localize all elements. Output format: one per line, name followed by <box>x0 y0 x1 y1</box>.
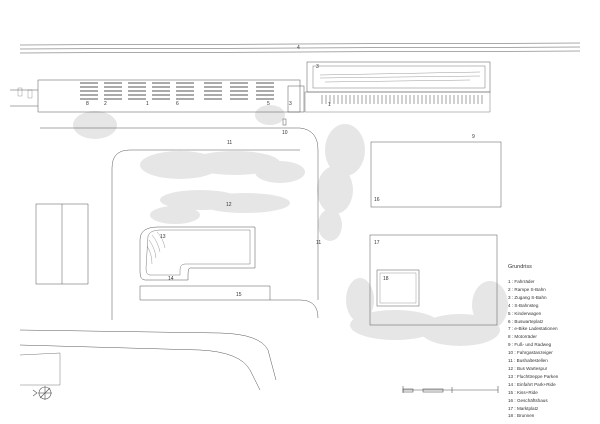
label-14: 14 <box>168 276 174 282</box>
label-1: 1 <box>328 102 331 108</box>
legend-item-text: Rampe S-Bahn <box>514 286 546 292</box>
legend-item: 13 : Fluchttreppe Parken <box>508 373 559 379</box>
legend-item-text: Bushaltestellen <box>516 358 548 364</box>
legend-item: 15 : Kiss+Ride <box>508 389 538 395</box>
label-2: 2 <box>104 101 107 107</box>
stairs-access <box>287 85 305 113</box>
legend-item: 8 : Motorräder <box>508 334 537 340</box>
legend-item-text: Motorräder <box>514 334 537 340</box>
label-1b: 1 <box>146 101 149 107</box>
legend-item-text: Geschäftshaus <box>516 397 548 403</box>
legend-item-number: 12 <box>508 365 514 371</box>
legend-item-text: Fahrgastanzeiger <box>516 350 553 356</box>
legend-item-number: 15 <box>508 389 514 395</box>
legend-item-number: 8 <box>508 334 511 340</box>
commercial-building <box>370 141 502 208</box>
legend-item-number: 3 <box>508 294 511 300</box>
legend: Grundriss 1 : Fahrräder 2 : Rampe S-Bahn 3… <box>508 264 598 420</box>
label-4: 4 <box>297 45 300 51</box>
label-6: 6 <box>176 101 179 107</box>
legend-item-number: 4 <box>508 302 511 308</box>
legend-item-text: Fluchttreppe Parken <box>516 373 559 379</box>
legend-item-text: Buswarteplatz <box>514 318 544 324</box>
legend-title: Grundriss <box>508 264 532 270</box>
label-18: 18 <box>383 276 389 282</box>
legend-item: 6 : Buswarteplatz <box>508 318 544 324</box>
legend-item: 12 : Bus Wartespur <box>508 365 548 371</box>
legend-item-text: Einfahrt Park+Ride <box>516 381 556 387</box>
legend-item-text: S-Bahnsteg <box>514 302 539 308</box>
legend-item: 14 : Einfahrt Park+Ride <box>508 381 556 387</box>
railway-line <box>19 46 581 50</box>
legend-items: 1 : Fahrräder 2 : Rampe S-Bahn 3 : Zugang … <box>508 278 598 420</box>
legend-item-text: Zugang S-Bahn <box>514 294 547 300</box>
legend-item: 2 : Rampe S-Bahn <box>508 286 546 292</box>
legend-item-text: Brunnen <box>516 413 535 419</box>
label-15: 15 <box>236 292 242 298</box>
legend-item: 9 : Fuß- und Radweg <box>508 342 552 348</box>
legend-item: 10 : Fahrgastanzeiger <box>508 350 553 356</box>
legend-item: 4 : S-Bahnsteg <box>508 302 539 308</box>
legend-item-number: 14 <box>508 381 514 387</box>
label-3: 3 <box>316 64 319 70</box>
legend-item: 18 : Brunnen <box>508 413 535 419</box>
legend-item-number: 9 <box>508 342 511 348</box>
legend-item-text: Marktplatz <box>516 405 539 411</box>
legend-item-number: 16 <box>508 397 514 403</box>
legend-item-number: 17 <box>508 405 514 411</box>
legend-item: 1 : Fahrräder <box>508 279 535 284</box>
label-11a: 11 <box>227 140 232 146</box>
label-16: 16 <box>374 197 380 203</box>
label-11b: 11 <box>316 240 321 246</box>
legend-item: 16 : Geschäftshaus <box>508 397 548 403</box>
legend-item-text: Fahrräder <box>514 279 535 284</box>
legend-item-number: 5 <box>508 310 511 316</box>
legend-item: 5 : Kinderwagen <box>508 310 542 316</box>
legend-item-number: 10 <box>508 350 514 356</box>
bike-racks <box>80 82 274 100</box>
legend-item: 17 : Marktplatz <box>508 405 539 411</box>
legend-item-text: Fuß- und Radweg <box>514 342 552 348</box>
park-ride-ramp <box>139 226 256 281</box>
bus-loop-road <box>40 127 319 300</box>
label-17: 17 <box>374 240 380 246</box>
fountain <box>376 269 420 307</box>
legend-item-number: 13 <box>508 373 514 379</box>
label-8: 8 <box>86 101 89 107</box>
legend-item-text: Bus Wartespur <box>516 365 548 371</box>
label-10: 10 <box>282 130 288 136</box>
legend-item-number: 6 <box>508 318 511 324</box>
north-arrow-icon <box>32 386 52 400</box>
label-3b: 3 <box>289 101 292 107</box>
legend-item-text: Kinderwagen <box>514 310 542 316</box>
scale-bar <box>402 386 499 393</box>
label-9: 9 <box>472 134 475 140</box>
lower-road <box>19 329 277 381</box>
label-12: 12 <box>226 202 232 208</box>
legend-item: 7 : e-Bike Ladestationen <box>508 326 558 332</box>
legend-item-text: Kiss+Ride <box>516 389 538 395</box>
kiss-ride-area <box>139 285 271 300</box>
railway-line <box>19 42 581 46</box>
legend-item-number: 1 <box>508 279 511 284</box>
passenger-info-display <box>282 118 287 126</box>
legend-item: 11 : Bushaltestellen <box>508 358 548 364</box>
legend-item-number: 7 <box>508 326 511 332</box>
railway-line <box>19 50 581 54</box>
legend-item-text: e-Bike Ladestationen <box>514 326 558 332</box>
legend-item-number: 2 <box>508 286 511 292</box>
legend-item: 3 : Zugang S-Bahn <box>508 294 547 300</box>
legend-item-number: 11 <box>508 358 513 364</box>
label-5: 5 <box>267 101 270 107</box>
tree-canopies <box>73 105 508 346</box>
label-13: 13 <box>160 234 166 240</box>
bike-station <box>37 79 301 113</box>
legend-item-number: 18 <box>508 413 514 419</box>
market-square <box>369 234 498 326</box>
platform-posts <box>321 95 483 104</box>
